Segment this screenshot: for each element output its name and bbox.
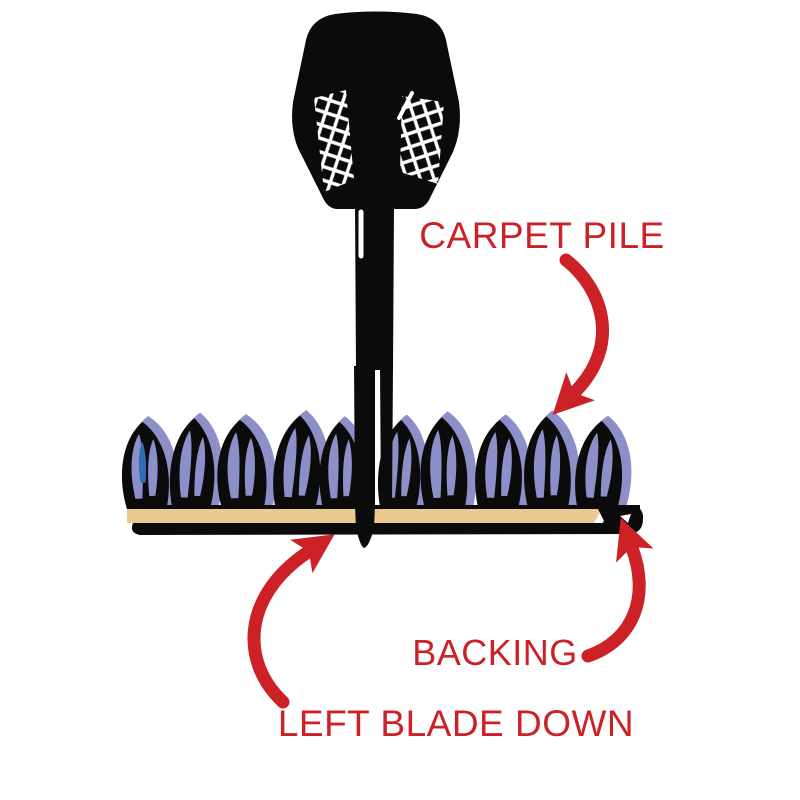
tool-shaft <box>355 205 394 370</box>
right-blade <box>380 366 393 507</box>
pile-loop-shape <box>148 439 158 497</box>
left-blade-down-arrow <box>247 534 335 709</box>
pile-loop-shape <box>283 428 297 498</box>
handle-highlight <box>397 91 414 120</box>
pile-loop-shape <box>600 439 613 497</box>
pile-loop-shape <box>138 441 147 483</box>
pile-loop <box>524 410 580 513</box>
pile-loop-shape <box>533 428 546 498</box>
carpet-pile-label: CARPET PILE <box>419 215 664 256</box>
handle-knurl-right-texture <box>400 96 444 184</box>
backing-arrow <box>581 518 654 663</box>
pile-loop-shape <box>244 437 255 496</box>
pile-loop-shape <box>401 438 412 497</box>
pile-loop <box>475 414 532 513</box>
pile-loop-shape <box>485 431 498 498</box>
pile-loop <box>273 409 330 513</box>
pile-loop-shape <box>298 435 311 496</box>
pile-loop-shape <box>550 434 561 496</box>
left-blade-through-backing <box>354 366 375 548</box>
pile-loop <box>169 412 224 513</box>
annotation-arrows <box>247 253 654 709</box>
pile-loop-shape <box>179 430 192 498</box>
left-blade-down-label: LEFT BLADE DOWN <box>278 703 634 744</box>
backing-top-line <box>127 505 640 510</box>
pile-loop <box>575 415 632 513</box>
pile-loop <box>420 411 477 513</box>
backing-label: BACKING <box>412 632 578 673</box>
pile-loop-shape <box>328 433 339 499</box>
pile-loop-shape <box>342 439 352 497</box>
annotation-labels: CARPET PILE BACKING LEFT BLADE DOWN <box>278 215 664 744</box>
carpet-pile-arrow <box>552 253 610 415</box>
pile-loop-shape <box>501 438 512 497</box>
backing-right-edge <box>594 505 644 534</box>
handle-knurl-left-texture <box>314 90 354 192</box>
pile-loop <box>121 416 178 513</box>
carpet-pile-loops <box>121 409 632 513</box>
pile-loop-shape <box>227 432 240 499</box>
pile-loop-shape <box>430 429 442 499</box>
backing-bottom-band <box>131 523 637 535</box>
pile-loop-shape <box>585 432 599 498</box>
pile-loop-shape <box>194 436 206 497</box>
carpet-backing <box>127 505 644 535</box>
pile-loop-shape <box>446 435 457 496</box>
cutter-tool <box>292 11 460 507</box>
pile-loop <box>217 414 276 513</box>
